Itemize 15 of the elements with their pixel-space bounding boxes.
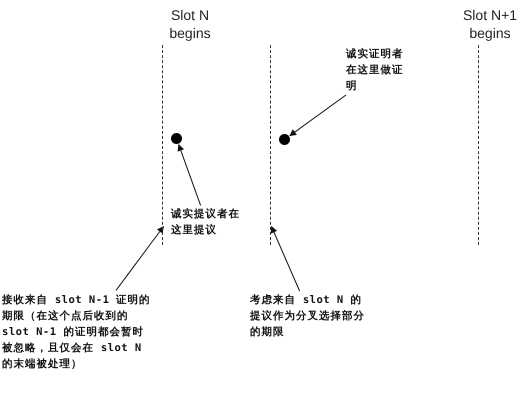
- annotation-text: 接收来自 slot N-1 证明的期限（在这个点后收到的 slot N-1 的证明都会暂时被忽略，且仅会在 slot N 的末端被处理）: [2, 292, 154, 372]
- arrow: [270, 226, 300, 292]
- annotation-text: 诚实提议者在这里提议: [171, 206, 245, 238]
- dashed-line: [270, 45, 271, 245]
- arrow: [178, 144, 202, 206]
- slot-label: Slot N+1 begins: [462, 6, 518, 42]
- annotation-text: 考虑来自 slot N 的提议作为分叉选择部分的期限: [250, 292, 368, 340]
- dot: [171, 133, 182, 144]
- slot-label: Slot N begins: [168, 6, 212, 42]
- dot: [279, 134, 290, 145]
- dashed-line: [478, 45, 479, 245]
- arrow: [116, 226, 164, 291]
- dashed-line: [162, 45, 163, 245]
- annotation-text: 诚实证明者在这里做证明: [346, 46, 410, 94]
- arrow: [289, 94, 346, 136]
